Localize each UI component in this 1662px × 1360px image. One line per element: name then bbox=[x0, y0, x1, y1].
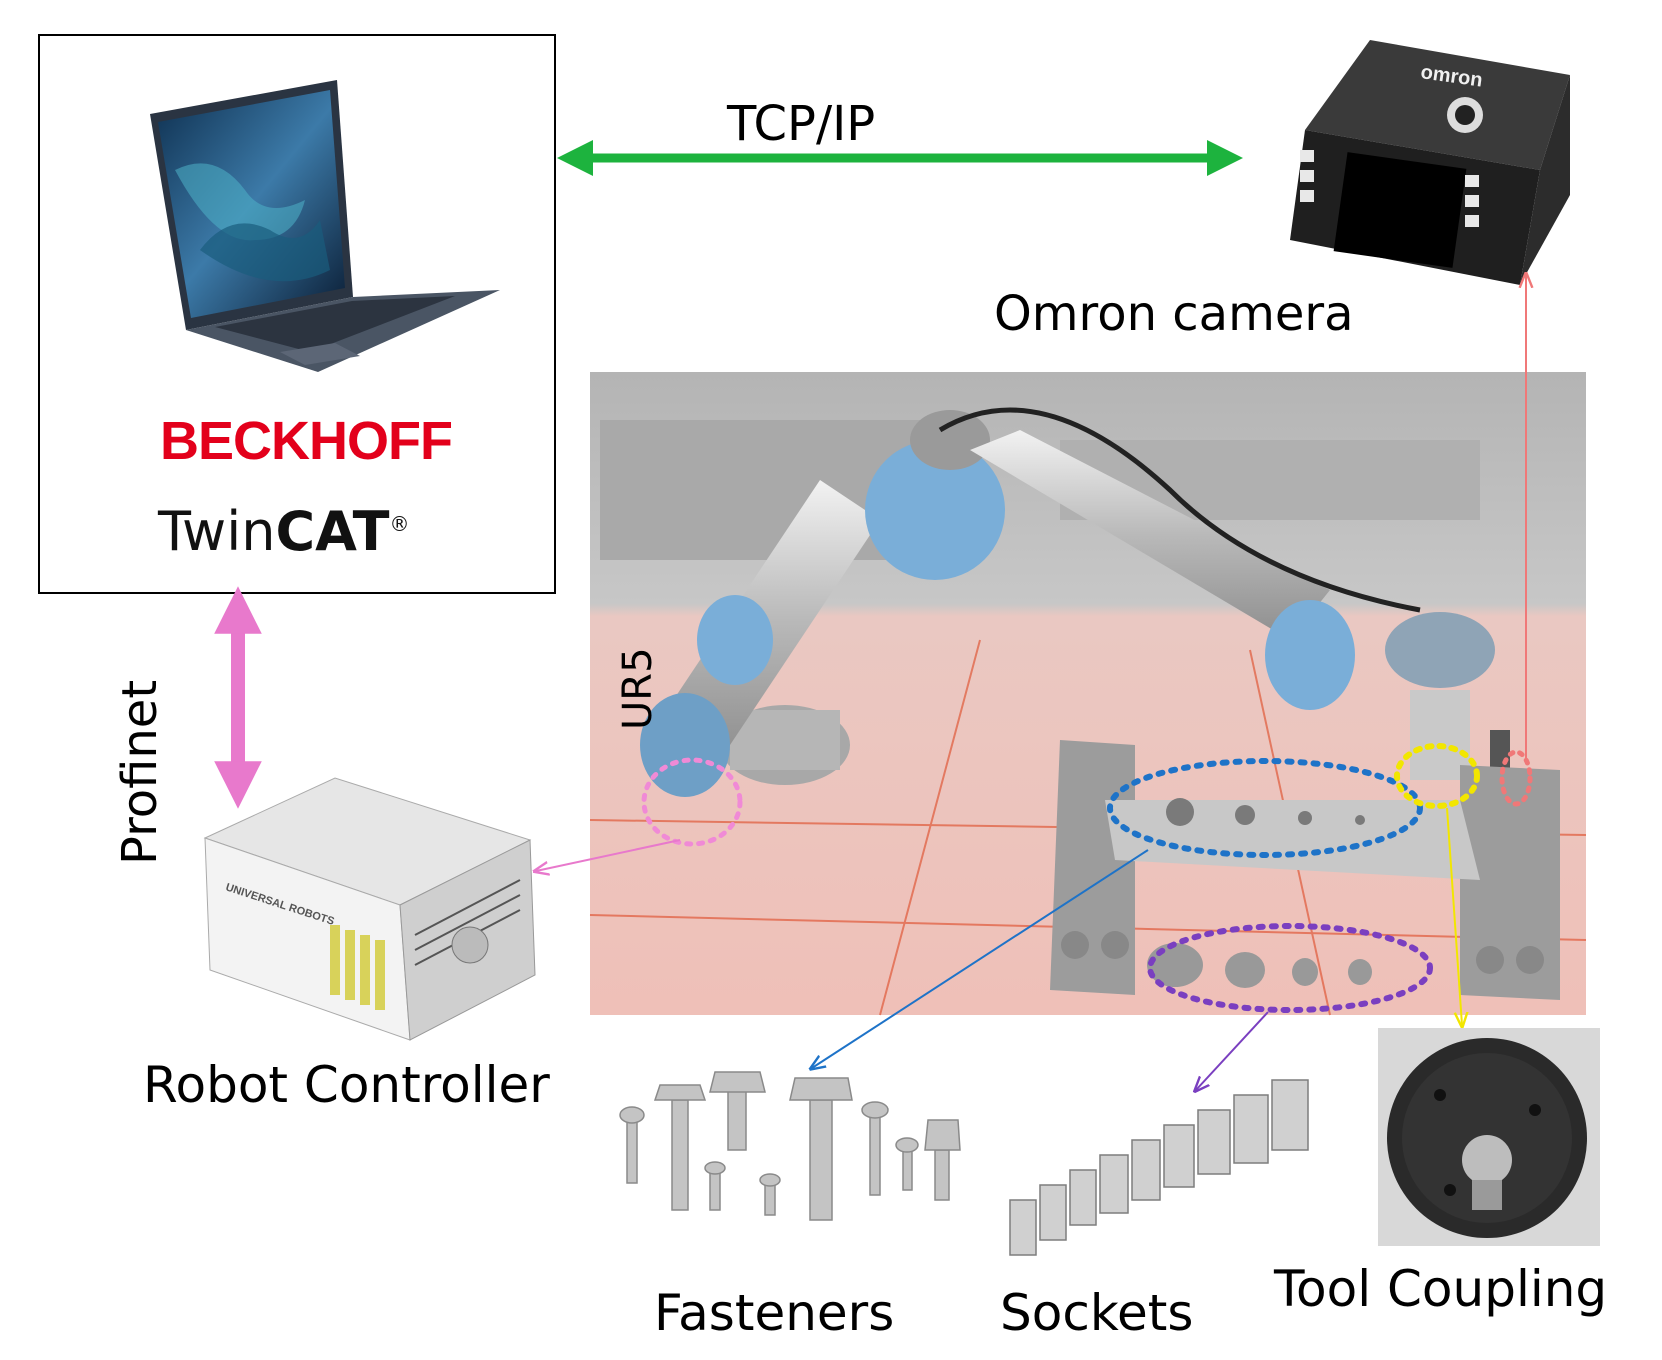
robot-controller-icon: UNIVERSAL ROBOTS bbox=[203, 777, 536, 1041]
tool-coupling-label: Tool Coupling bbox=[1274, 1260, 1608, 1318]
controller-marker-ring bbox=[641, 757, 743, 847]
socket-marker-ring bbox=[1147, 923, 1433, 1013]
coupling-marker-ring bbox=[1394, 743, 1480, 809]
omron-camera-label: Omron camera bbox=[994, 286, 1354, 342]
sockets-photo bbox=[1009, 1079, 1309, 1256]
omron-camera-icon: omron bbox=[1290, 40, 1570, 285]
laptop-icon bbox=[150, 80, 500, 372]
twincat-prefix: Twin bbox=[158, 500, 276, 563]
socket-link-arrow bbox=[1196, 1011, 1269, 1090]
ur5-label: UR5 bbox=[615, 647, 661, 730]
fastener-link-arrow bbox=[812, 849, 1149, 1068]
ur5-robot-photo bbox=[589, 372, 1587, 1016]
profinet-label: Profinet bbox=[112, 679, 168, 865]
coupling-link-arrow bbox=[1446, 807, 1462, 1025]
tool-coupling-photo bbox=[1378, 1028, 1600, 1246]
fasteners-photo bbox=[619, 1071, 961, 1221]
twincat-bold: CAT bbox=[275, 500, 390, 563]
tcpip-label: TCP/IP bbox=[727, 96, 876, 152]
twincat-logo: TwinCAT® bbox=[158, 500, 410, 563]
controller-link-arrow bbox=[536, 839, 681, 871]
sockets-label: Sockets bbox=[1000, 1284, 1194, 1342]
fasteners-label: Fasteners bbox=[654, 1284, 895, 1342]
camera-marker-ring bbox=[1499, 749, 1533, 807]
twincat-mark: ® bbox=[389, 512, 410, 536]
fastener-marker-ring bbox=[1107, 758, 1423, 858]
robot-controller-label: Robot Controller bbox=[143, 1056, 550, 1114]
beckhoff-logo: BECKHOFF bbox=[160, 411, 453, 471]
